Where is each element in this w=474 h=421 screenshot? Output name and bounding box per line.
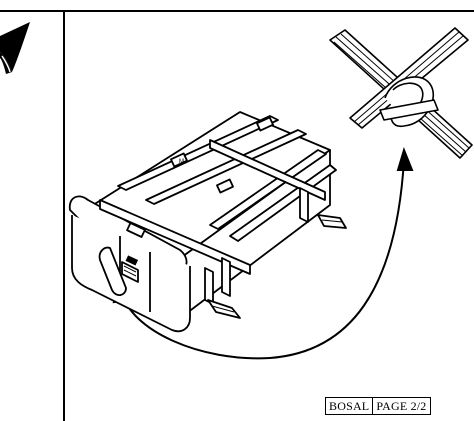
footer-brand: BOSAL <box>329 399 370 413</box>
strapped-package-illustration <box>68 111 347 333</box>
corner-tab-icon <box>0 22 30 74</box>
strap-buckle-icon <box>125 255 139 266</box>
page-footer: BOSAL PAGE 2/2 <box>325 397 431 415</box>
margin-rule <box>63 10 65 421</box>
top-rule <box>0 10 474 12</box>
strap-label: M <box>179 159 184 165</box>
footer-page-number: PAGE 2/2 <box>372 398 429 414</box>
crossed-bars-illustration <box>329 27 473 159</box>
